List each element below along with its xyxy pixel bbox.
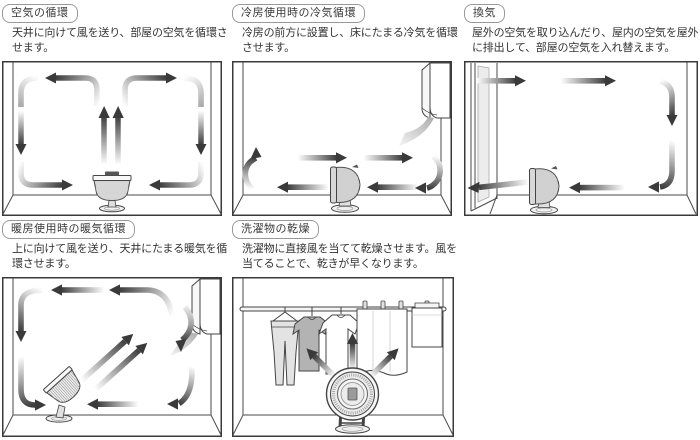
panel-laundry-drying: 洗濯物の乾燥 洗濯物に直接風を当てて乾燥させます。風を当てることで、乾きが早くな… (232, 219, 460, 437)
jeans (270, 307, 300, 386)
panel-cooling-circulation: 冷房使用時の冷気循環 冷房の前方に設置し、床にたまる冷気を循環させます。 (232, 3, 460, 216)
diagram-air-circulation (2, 61, 222, 216)
panel-title-badge: 換気 (464, 4, 505, 23)
circulator-fan-icon (530, 166, 560, 214)
circulator-fan-icon (331, 165, 361, 213)
window-glass (477, 65, 490, 203)
cool-air-swoosh (399, 117, 434, 146)
panel-title: 空気の循環 (11, 7, 69, 19)
diagram-heating-circulation (2, 277, 222, 437)
panel-ventilation: 換気 屋外の空気を取り込んだり、屋内の空気を屋外に排出して、部屋の空気を入れ替え… (464, 3, 700, 216)
airflow-arrows (15, 284, 195, 411)
t-shirt-white (317, 307, 360, 375)
panel-description: 洗濯物に直接風を当てて乾燥させます。風を当てることで、乾きが早くなります。 (242, 243, 457, 270)
panel-title-badge: 暖房使用時の暖気循環 (2, 220, 135, 239)
airflow-arrows (306, 333, 399, 378)
panel-description: 上に向けて風を送り、天井にたまる暖気を循環させます。 (12, 243, 228, 270)
circulator-fan-icon (325, 367, 380, 434)
circulator-fan-icon (92, 171, 132, 213)
panel-title: 洗濯物の乾燥 (241, 223, 310, 235)
panel-description: 冷房の前方に設置し、床にたまる冷気を循環させます。 (242, 27, 458, 54)
circulator-fan-icon (43, 366, 85, 423)
room-outline (464, 61, 698, 216)
panel-title: 暖房使用時の暖気循環 (11, 223, 126, 235)
panel-title: 冷房使用時の冷気循環 (241, 7, 356, 19)
panel-title-badge: 冷房使用時の冷気循環 (232, 4, 365, 23)
t-shirt-gray (292, 307, 330, 372)
diagram-laundry-drying (232, 277, 454, 437)
airflow-arrows (467, 75, 678, 194)
diagram-ventilation (464, 61, 698, 216)
panel-description: 天井に向けて風を送り、部屋の空気を循環させます。 (12, 27, 228, 54)
panel-title-badge: 洗濯物の乾燥 (232, 220, 319, 239)
panel-description: 屋外の空気を取り込んだり、屋内の空気を屋外に排出して、部屋の空気を入れ替えます。 (472, 27, 699, 54)
air-conditioner-icon (399, 62, 451, 146)
panel-title-badge: 空気の循環 (2, 4, 78, 23)
airflow-arrows (15, 72, 207, 191)
diagram-cooling-circulation (232, 61, 452, 216)
panel-title: 換気 (473, 7, 496, 19)
room-outline (2, 277, 222, 437)
towel-small (411, 300, 443, 348)
airflow-arrows (242, 147, 443, 194)
panel-heating-circulation: 暖房使用時の暖気循環 上に向けて風を送り、天井にたまる暖気を循環させます。 (2, 219, 228, 437)
panel-air-circulation: 空気の循環 天井に向けて風を送り、部屋の空気を循環させます。 (2, 3, 228, 216)
